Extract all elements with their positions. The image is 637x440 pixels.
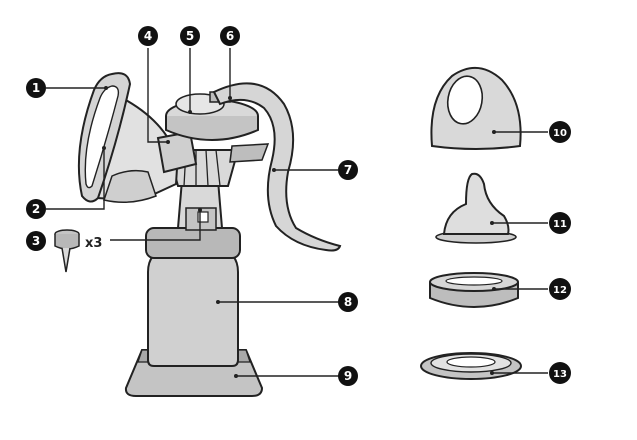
svg-text:11: 11 xyxy=(553,219,567,230)
pump-handle xyxy=(212,82,342,252)
svg-text:9: 9 xyxy=(344,369,352,383)
callout-8: 8 xyxy=(338,292,358,312)
svg-text:8: 8 xyxy=(344,295,352,309)
callout-6: 6 xyxy=(220,26,240,46)
svg-text:12: 12 xyxy=(553,285,567,296)
callout-12: 12 xyxy=(549,278,571,300)
svg-text:5: 5 xyxy=(186,29,194,43)
svg-text:2: 2 xyxy=(32,202,40,216)
screw-ring xyxy=(429,272,519,308)
leader-dots xyxy=(102,86,496,378)
bottle xyxy=(145,227,241,367)
callout-3: 3 xyxy=(26,231,46,251)
teat xyxy=(435,172,517,244)
svg-text:13: 13 xyxy=(553,369,567,380)
callout-9: 9 xyxy=(338,366,358,386)
svg-text:6: 6 xyxy=(226,29,234,43)
leader-line-3 xyxy=(110,210,201,241)
svg-text:3: 3 xyxy=(32,234,40,248)
valve-small xyxy=(54,229,80,273)
leader-line-4 xyxy=(147,48,168,143)
travel-cap xyxy=(430,67,522,150)
valve-quantity-label: x3 xyxy=(85,236,102,251)
callout-5: 5 xyxy=(180,26,200,46)
callout-2: 2 xyxy=(26,199,46,219)
callout-1: 1 xyxy=(26,78,46,98)
svg-text:1: 1 xyxy=(32,81,40,95)
leader-lines xyxy=(46,48,548,377)
svg-text:10: 10 xyxy=(553,128,567,139)
sealing-disc xyxy=(420,352,522,380)
callout-10: 10 xyxy=(549,121,571,143)
callout-badges: 1 2 3 4 5 6 7 8 xyxy=(26,26,571,386)
svg-text:7: 7 xyxy=(344,163,352,177)
callout-11: 11 xyxy=(549,212,571,234)
svg-text:4: 4 xyxy=(144,29,152,43)
leader-line-2 xyxy=(46,148,105,210)
callout-7: 7 xyxy=(338,160,358,180)
callout-13: 13 xyxy=(549,362,571,384)
callout-4: 4 xyxy=(138,26,158,46)
massage-cushion xyxy=(77,72,132,203)
